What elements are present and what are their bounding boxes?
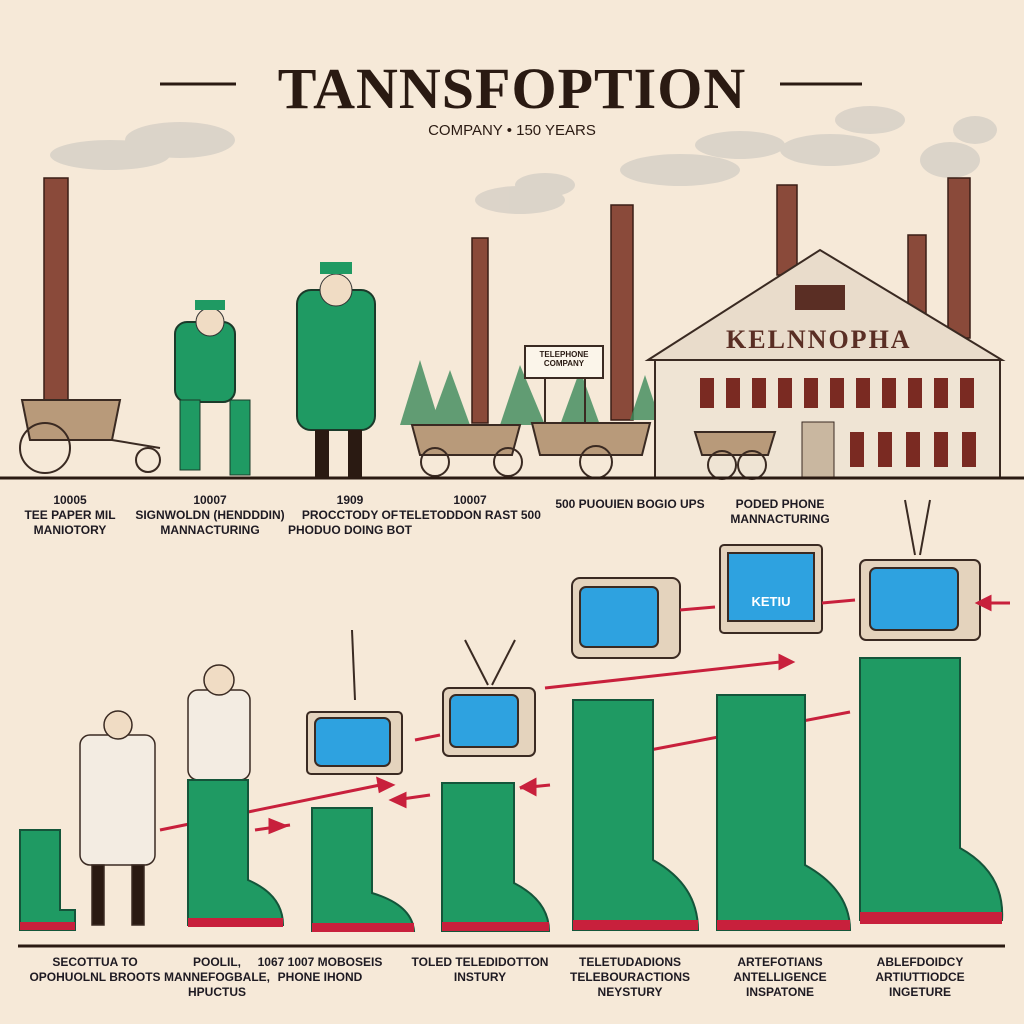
- bottom-caption-4: TOLED TELEDIDOTTON INSTURY: [411, 955, 549, 984]
- bottom-caption-1: SECOTTUA TO OPOHUOLNL BROOTS: [29, 955, 161, 984]
- bottom-caption-2: POOLIL, MANNEFOGBALE, HPUCTUS: [164, 955, 270, 999]
- bottom-caption-7: ABLEFDOIDCY ARTIUTTIODCE INGETURE: [875, 955, 965, 999]
- figures-bottom: [79, 664, 251, 926]
- televisions: [306, 499, 981, 775]
- factory-building: [644, 248, 1006, 479]
- trees: [400, 360, 660, 425]
- carts: [19, 399, 777, 480]
- page-subtitle: COMPANY • 150 YEARS: [428, 122, 596, 139]
- smoke: [50, 106, 997, 214]
- factory-windows: [700, 378, 976, 467]
- factory-sign: KELNNOPHA: [726, 325, 912, 354]
- boot-soles: [20, 912, 1002, 932]
- bottom-caption-6: ARTEFOTIANS ANTELLIGENCE INSPATONE: [733, 955, 827, 999]
- top-caption-6: PODED PHONE MANNACTURING: [730, 497, 830, 526]
- top-caption-5: 500 PUOUIEN BOGIO UPS: [555, 497, 705, 511]
- bottom-caption-5: TELETUDADIONS TELEBOURACTIONS NEYSTURY: [570, 955, 690, 999]
- bottom-caption-3: 1067 1007 MOBOSEIS PHONE IHOND: [257, 955, 383, 984]
- small-sign-text: TELEPHONE COMPANY: [539, 350, 589, 368]
- page-title: TANNSFOPTION: [277, 56, 747, 121]
- boots: [19, 657, 1004, 932]
- workers-top: [174, 262, 376, 478]
- small-sign: [524, 345, 604, 379]
- tv-screen-label: KETIU: [751, 594, 791, 609]
